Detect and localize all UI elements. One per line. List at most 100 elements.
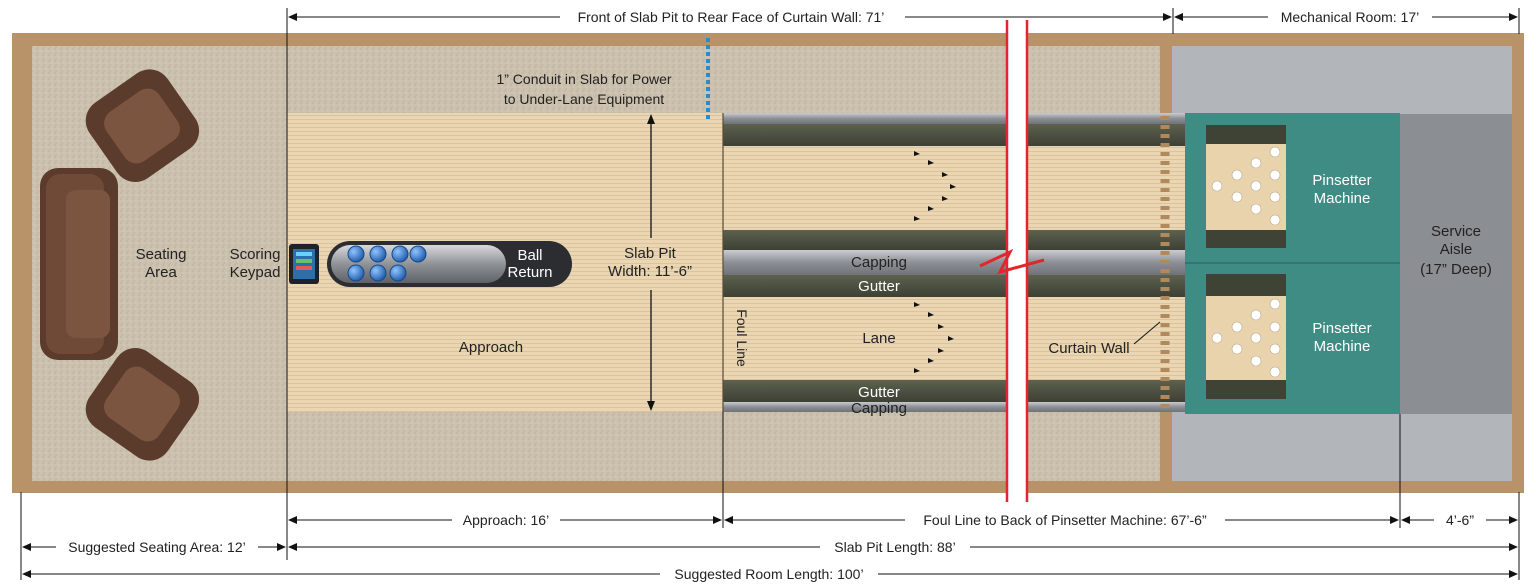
pin	[1269, 191, 1281, 203]
dim-slab-to-curtain: Front of Slab Pit to Rear Face of Curtai…	[578, 9, 885, 25]
label-ball-return-line2: Return	[507, 264, 552, 281]
bowling-ball	[347, 264, 365, 282]
pins-lower	[1211, 298, 1281, 378]
label-ball-return-line1: Ball	[517, 247, 542, 264]
pin	[1250, 180, 1262, 192]
pin	[1269, 214, 1281, 226]
dim-approach: Approach: 16’	[463, 512, 549, 528]
pins-upper	[1211, 146, 1281, 226]
label-service-line2: Aisle	[1440, 241, 1473, 258]
lane-arrow	[942, 172, 948, 177]
lane-arrow	[938, 324, 944, 329]
label-conduit-line1: 1” Conduit in Slab for Power	[496, 71, 671, 87]
pin	[1231, 169, 1243, 181]
pin	[1250, 157, 1262, 169]
lane-arrow	[950, 184, 956, 189]
label-slab-width-line2: Width: 11’-6”	[608, 263, 692, 280]
bowling-ball	[369, 245, 387, 263]
capping-bottom	[723, 402, 1185, 412]
pin	[1269, 343, 1281, 355]
label-scoring-line2: Keypad	[230, 264, 281, 281]
pin	[1250, 355, 1262, 367]
gutter-lower-right	[723, 380, 1185, 402]
label-gutter-bottom: Gutter	[858, 384, 900, 401]
lane-arrow	[914, 216, 920, 221]
dim-slab-pit-length: Slab Pit Length: 88’	[834, 539, 955, 555]
lane-upper	[723, 146, 1185, 230]
lane-arrow	[928, 206, 934, 211]
slab-width-arrow	[647, 114, 655, 411]
label-seating-line1: Seating	[136, 246, 187, 263]
capping-middle	[723, 250, 1185, 275]
label-gutter: Gutter	[858, 278, 900, 295]
pinsetter-machines	[1185, 113, 1400, 414]
lane-arrow	[914, 151, 920, 156]
lane-arrow	[928, 312, 934, 317]
armchair-top	[85, 69, 200, 182]
label-service-line1: Service	[1431, 223, 1481, 240]
capping-top	[723, 113, 1185, 124]
label-foul-line: Foul Line	[734, 309, 750, 367]
pin	[1269, 146, 1281, 158]
break-zigzag	[979, 248, 1045, 275]
dim-seating-area: Suggested Seating Area: 12’	[68, 539, 245, 555]
label-seating-line2: Area	[145, 264, 177, 281]
dim-service-depth: 4’-6”	[1446, 512, 1474, 528]
pin	[1211, 332, 1223, 344]
lane-arrow	[942, 196, 948, 201]
pin	[1250, 309, 1262, 321]
gutter-upper-left	[723, 124, 1185, 146]
label-pinsetter-upper-line1: Pinsetter	[1312, 172, 1371, 189]
bowling-ball	[347, 245, 365, 263]
label-curtain-wall: Curtain Wall	[1048, 340, 1129, 357]
break-gap	[1007, 20, 1027, 502]
bowling-ball	[409, 245, 427, 263]
gutter-upper-right	[723, 230, 1185, 250]
pin	[1231, 321, 1243, 333]
label-capping-bottom: Capping	[851, 400, 907, 417]
gutter-lower-left	[723, 275, 1185, 297]
lane-arrows-upper	[914, 151, 956, 221]
lane-arrows-lower	[914, 302, 954, 373]
label-pinsetter-upper-line2: Machine	[1314, 190, 1371, 207]
bowling-ball	[391, 245, 409, 263]
lane-arrow	[948, 336, 954, 341]
furniture	[40, 69, 200, 461]
label-service-line3: (17” Deep)	[1420, 261, 1492, 278]
sofa	[40, 168, 118, 360]
lane-lower	[723, 297, 1185, 380]
lane-arrow	[938, 348, 944, 353]
pin	[1269, 366, 1281, 378]
label-pinsetter-lower-line1: Pinsetter	[1312, 320, 1371, 337]
curtain-wall-leader	[1133, 321, 1161, 345]
bowling-ball	[389, 264, 407, 282]
pin	[1211, 180, 1223, 192]
label-capping: Capping	[851, 254, 907, 271]
dim-foul-to-pinsetter: Foul Line to Back of Pinsetter Machine: …	[923, 512, 1207, 528]
pin	[1269, 321, 1281, 333]
label-lane: Lane	[862, 330, 895, 347]
dimension-lines	[20, 8, 1520, 580]
armchair-bottom	[85, 348, 200, 461]
pin	[1250, 332, 1262, 344]
service-aisle-floor	[1400, 114, 1512, 414]
label-conduit-line2: to Under-Lane Equipment	[504, 91, 664, 107]
bowling-ball	[369, 264, 387, 282]
label-scoring-line1: Scoring	[230, 246, 281, 263]
dim-room-length: Suggested Room Length: 100’	[674, 566, 863, 582]
label-slab-width-line1: Slab Pit	[624, 245, 677, 262]
scoring-keypad	[289, 244, 319, 284]
label-approach: Approach	[459, 339, 523, 356]
lane-arrow	[928, 358, 934, 363]
dim-mechanical-room: Mechanical Room: 17’	[1281, 9, 1420, 25]
pin	[1231, 343, 1243, 355]
lane-arrow	[928, 160, 934, 165]
pin	[1269, 298, 1281, 310]
pin	[1269, 169, 1281, 181]
label-pinsetter-lower-line2: Machine	[1314, 338, 1371, 355]
lane-arrow	[914, 302, 920, 307]
ball-return	[327, 241, 572, 287]
pin	[1231, 191, 1243, 203]
lane-arrow	[914, 368, 920, 373]
